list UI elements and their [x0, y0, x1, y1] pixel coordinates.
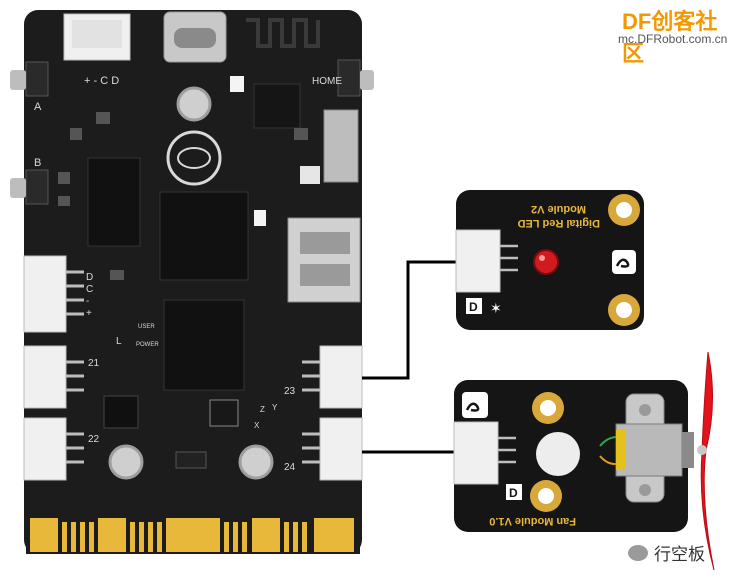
left-port-label-c: C	[86, 284, 93, 295]
sensor-chip	[209, 399, 239, 427]
button-b[interactable]	[25, 169, 49, 205]
port-left-1	[23, 255, 67, 333]
antenna	[246, 18, 320, 48]
pin-23-label: 23	[284, 386, 296, 397]
fan-motor	[615, 423, 683, 477]
buzzer	[103, 395, 139, 429]
chip-left	[87, 157, 141, 247]
fan-digital-badge	[506, 484, 522, 500]
top-connector-label: + - C D	[84, 75, 119, 87]
left-port-label-plus: +	[86, 308, 92, 319]
power-label: POWER	[136, 342, 159, 348]
wechat-icon	[628, 544, 648, 561]
pad-left	[108, 444, 144, 480]
fan-module-connector	[453, 421, 499, 485]
led-digital-badge-text: D	[469, 300, 478, 314]
chip-main	[159, 191, 249, 281]
sd-card-slot	[323, 109, 359, 183]
watermark-brand: DF创客社区	[622, 9, 718, 66]
axis-z-label: Z	[260, 405, 265, 414]
button-a-label: A	[34, 101, 42, 113]
port-right-24	[319, 417, 363, 481]
wire-led	[362, 260, 456, 380]
fan-module-title: Fan Module V1.0	[489, 515, 576, 527]
dfrobot-logo-icon	[612, 250, 636, 274]
fan-button	[536, 432, 580, 476]
user-label: USER	[138, 324, 155, 330]
led-module-title-line1: Digital Red LED	[517, 217, 600, 229]
pad-right	[238, 444, 274, 480]
watermark-bottom: 行空板	[628, 540, 705, 565]
pad-top	[176, 86, 212, 122]
button-b-label: B	[34, 157, 41, 169]
watermark-bottom-text: 行空板	[654, 545, 705, 564]
left-port-label-d: D	[86, 272, 93, 283]
led-module-connector	[455, 229, 501, 293]
chip-lower	[163, 299, 245, 391]
button-home-label: HOME	[312, 76, 342, 87]
fan-module: D Fan Module V1.0	[453, 380, 694, 532]
button-a[interactable]	[25, 61, 49, 97]
watermark-url: mc.DFRobot.com.cn	[618, 32, 728, 46]
axis-y-label: Y	[272, 403, 278, 412]
led-module-title-line2: Module V2	[531, 203, 586, 215]
unihiker-board: + - C D A B HOME D C - + 21 22 23 24 L U…	[10, 10, 374, 554]
led-module: D ✶ Digital Red LED Module V2	[455, 190, 644, 330]
led-digital-badge	[466, 298, 482, 314]
led-bulb-icon: ✶	[490, 300, 502, 316]
port-left-3	[23, 417, 67, 481]
usb-a-port	[287, 217, 361, 303]
led-label: L	[116, 336, 122, 347]
chip-top-right	[253, 83, 301, 129]
port-right-23	[319, 345, 363, 409]
pin-21-label: 21	[88, 358, 100, 369]
fan-digital-badge-text: D	[509, 486, 518, 500]
propeller	[700, 351, 715, 571]
pin-22-label: 22	[88, 434, 100, 445]
red-led	[533, 249, 559, 275]
axis-x-label: X	[254, 421, 260, 430]
port-left-2	[23, 345, 67, 409]
left-port-label-minus: -	[86, 296, 89, 307]
brand-logo	[166, 130, 222, 186]
pin-24-label: 24	[284, 462, 296, 473]
